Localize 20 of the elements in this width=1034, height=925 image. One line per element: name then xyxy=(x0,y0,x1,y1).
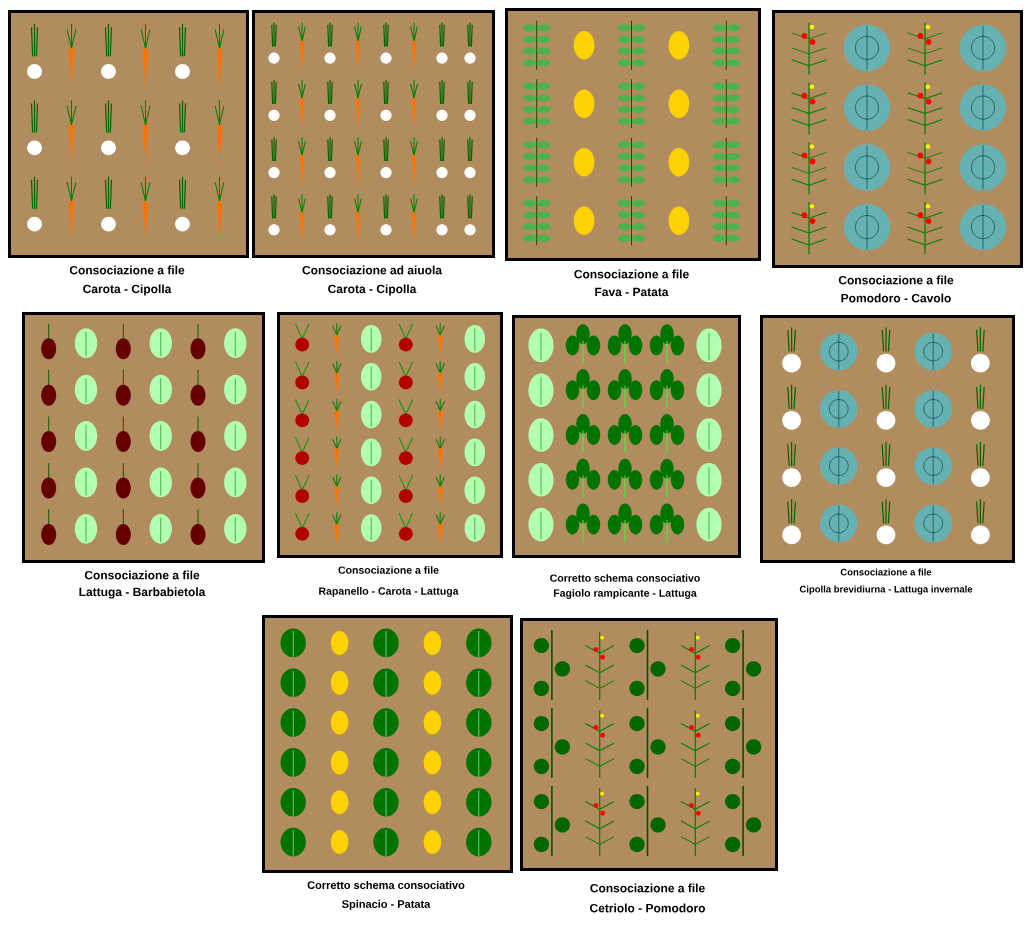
node-label: Consociazione a file xyxy=(838,275,954,285)
node-label: Cipolla brevidiurna - Lattuga invernale xyxy=(799,585,973,595)
node-label: Consociazione a file xyxy=(590,883,705,893)
node-label: Carota - Cipolla xyxy=(83,284,172,296)
node-label: Consociazione a file xyxy=(574,269,689,279)
node-label: Cetriolo - Pomodoro xyxy=(590,903,705,913)
node-label: Lattuga - Barbabietola xyxy=(79,587,206,599)
node-label: Corretto schema consociativo xyxy=(307,880,465,890)
node-label: Spinacio - Patata xyxy=(342,899,431,911)
node-label: Corretto schema consociativo xyxy=(550,574,700,582)
node-label: Carota - Cipolla xyxy=(328,284,417,296)
node-label: Fava - Patata xyxy=(595,287,669,297)
node-label: Rapanello - Carota - Lattuga xyxy=(319,587,459,597)
node-label: Consociazione ad aiuola xyxy=(302,265,443,275)
node-label: Pomodoro - Cavolo xyxy=(841,293,951,303)
node-label: Consociazione a file xyxy=(69,265,185,275)
node-label: Consociazione a file xyxy=(84,570,200,580)
node-label: Consociazione a file xyxy=(338,566,439,574)
node-label: Fagiolo rampicante - Lattuga xyxy=(553,589,697,599)
node-label: Consociazione a file xyxy=(840,568,932,576)
